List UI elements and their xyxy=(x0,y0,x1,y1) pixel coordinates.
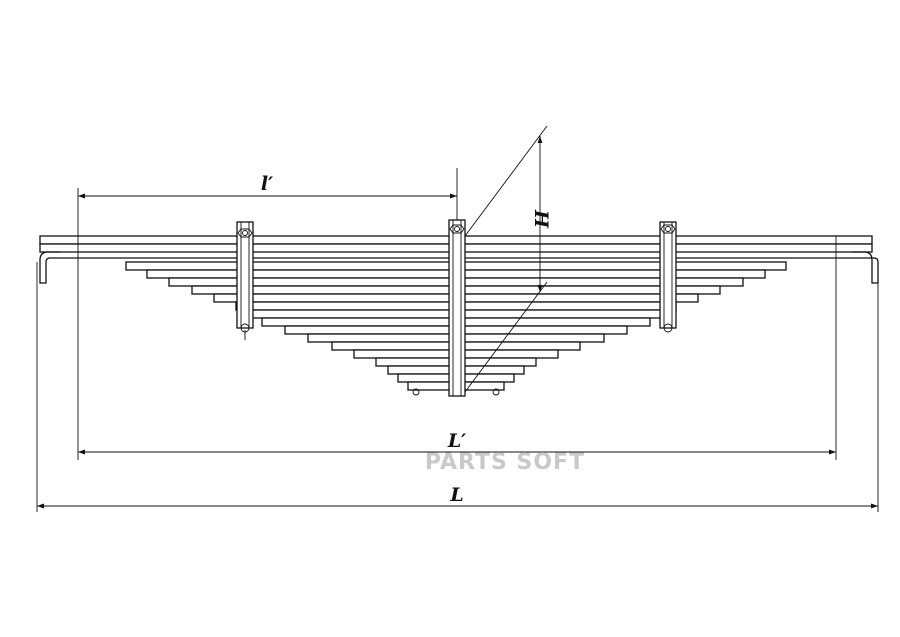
watermark: PARTS SOFT xyxy=(425,450,585,475)
right-clamp xyxy=(659,221,677,333)
label-l-prime: l′ xyxy=(261,173,273,195)
label-H: H xyxy=(530,209,552,229)
right-spring-end xyxy=(852,251,879,284)
label-L-prime: L′ xyxy=(447,430,466,452)
dimension-L-prime: L′ xyxy=(78,236,837,460)
dimension-H: H xyxy=(464,125,552,393)
label-L: L xyxy=(449,484,463,506)
left-spring-end xyxy=(39,251,60,284)
dimension-L: L xyxy=(36,262,879,512)
centre-bolt xyxy=(448,219,466,397)
left-clamp xyxy=(236,221,254,340)
dimension-l-prime: l′ xyxy=(77,168,458,460)
